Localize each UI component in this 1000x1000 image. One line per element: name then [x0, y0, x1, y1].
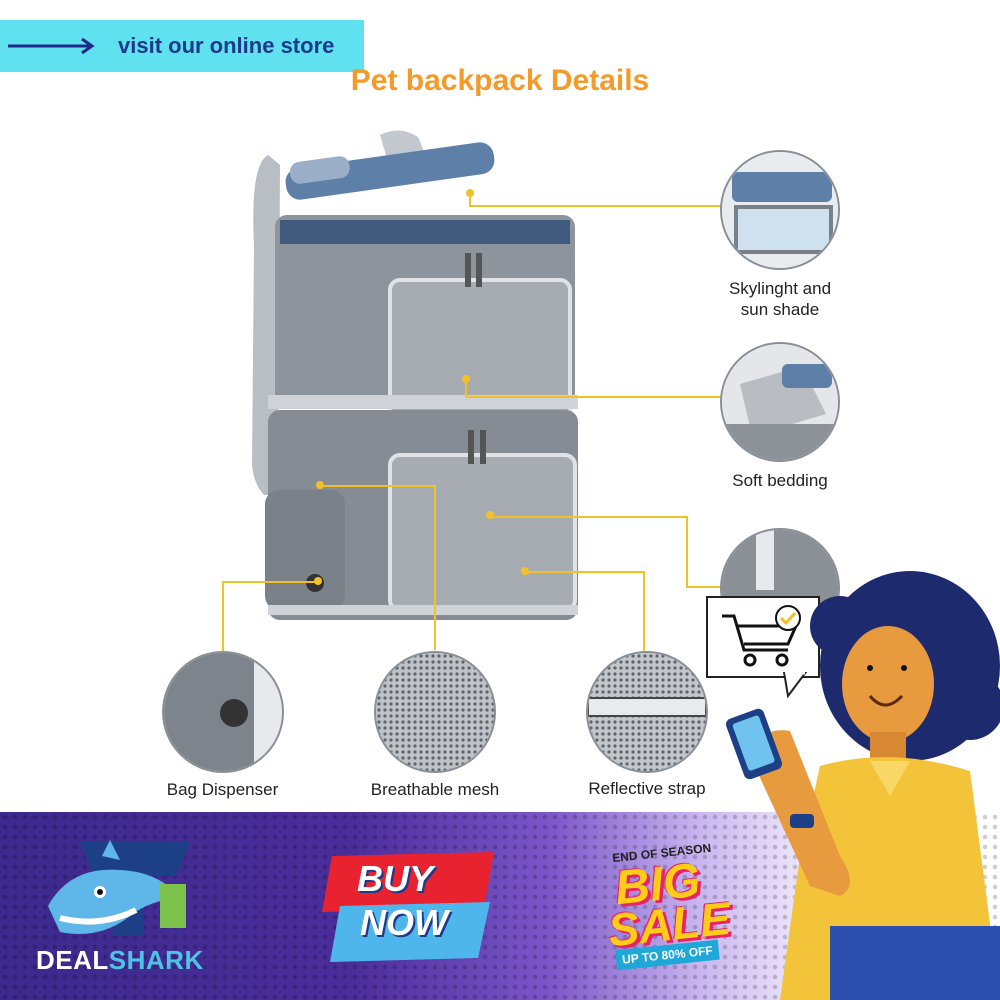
callout-line — [320, 485, 435, 487]
dealshark-brand-text: DEALSHARK — [36, 945, 204, 975]
callout-line — [686, 516, 688, 586]
callout-dot — [314, 577, 322, 585]
cart-bubble — [706, 596, 820, 678]
bedding-caption: Soft bedding — [732, 471, 828, 490]
callout-line — [469, 193, 471, 205]
callout-line — [222, 581, 224, 651]
callout-line — [490, 516, 688, 518]
shopper-illustration — [725, 571, 1000, 1000]
visit-store-banner[interactable]: visit our online store — [0, 20, 364, 72]
arrow-right-icon — [8, 37, 95, 55]
skylight-caption: Skylinght and sun shade — [728, 279, 832, 319]
reflective-caption: Reflective strap — [588, 779, 706, 798]
mesh-detail-image — [374, 651, 496, 773]
callout-line — [469, 205, 721, 207]
callout-line — [434, 485, 436, 650]
dispenser-caption: Bag Dispenser — [166, 780, 279, 799]
shark-logo-icon — [48, 840, 190, 936]
bubble-tail — [782, 672, 808, 698]
callout-line — [643, 571, 645, 651]
now-label: NOW — [360, 902, 448, 943]
shopping-cart-icon — [722, 605, 801, 667]
bedding-detail-image — [720, 342, 840, 462]
buy-label: BUY — [357, 858, 434, 899]
buy-now-button[interactable] — [318, 852, 498, 962]
callout-line — [465, 379, 467, 397]
backpack-image — [252, 130, 578, 620]
skylight-detail-image — [720, 150, 840, 270]
reflective-detail-image — [586, 651, 708, 773]
dispenser-detail-image — [162, 651, 284, 773]
visit-store-label: visit our online store — [118, 33, 335, 58]
checkmark-icon — [779, 611, 797, 626]
callout-line — [222, 581, 316, 583]
callout-dot — [486, 511, 494, 519]
callout-line — [466, 396, 721, 398]
callout-line — [525, 571, 645, 573]
callout-line — [686, 586, 722, 588]
page-title: Pet backpack Details — [350, 64, 650, 97]
mesh-caption: Breathable mesh — [370, 780, 500, 799]
